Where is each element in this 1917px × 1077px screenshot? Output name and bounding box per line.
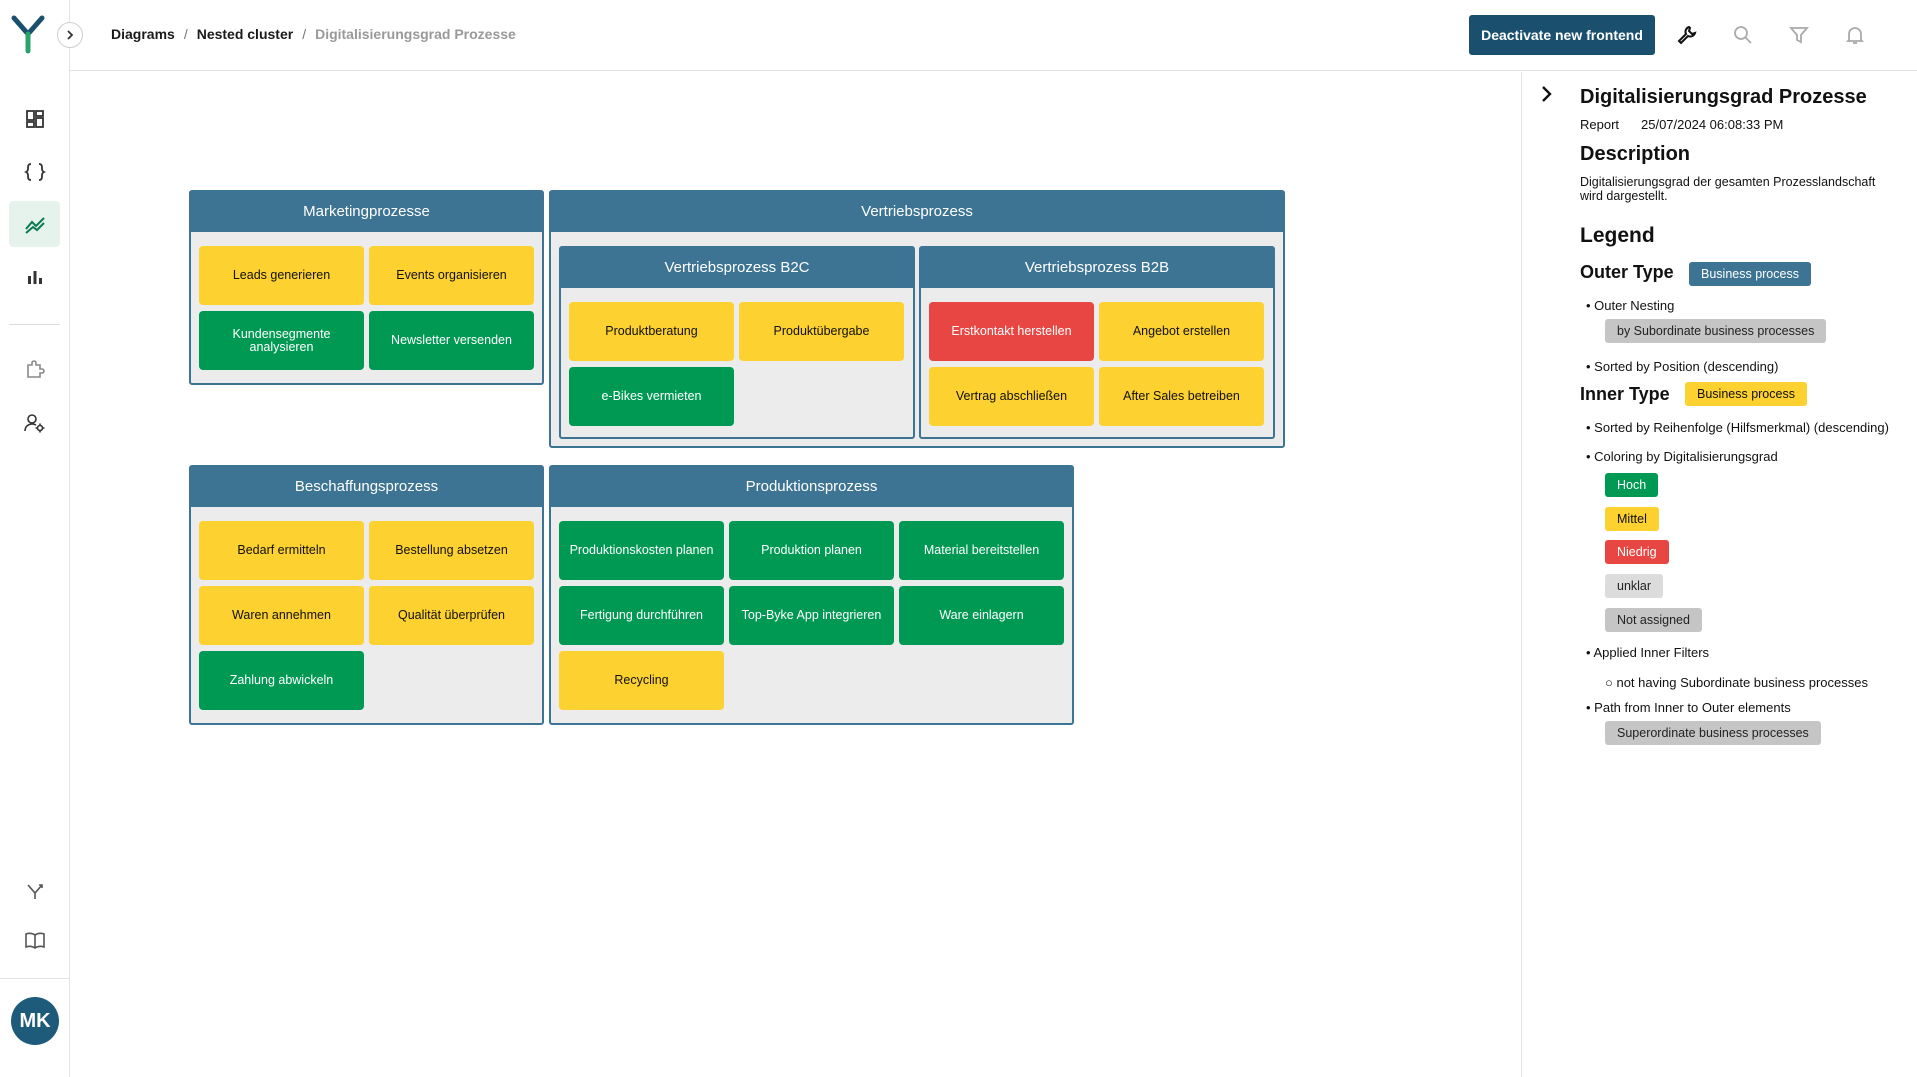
report-type-label: Report (1580, 117, 1620, 132)
breadcrumb: Diagrams / Nested cluster / Digitalisier… (111, 26, 516, 42)
deactivate-new-frontend-button[interactable]: Deactivate new frontend (1469, 15, 1655, 55)
legend-chip-not-assigned: Not assigned (1605, 608, 1702, 632)
release-notes-icon[interactable] (9, 868, 60, 914)
expand-sidebar-button[interactable] (57, 22, 83, 48)
outer-type-chip: Business process (1689, 262, 1811, 286)
process-card[interactable]: Ware einlagern (899, 586, 1064, 645)
process-card[interactable]: Produktübergabe (739, 302, 904, 361)
breadcrumb-diagrams[interactable]: Diagrams (111, 26, 175, 42)
cluster-vertriebsprozess-b2c[interactable]: Vertriebsprozess B2C Produktberatung Pro… (559, 246, 915, 439)
legend-chip-unklar: unklar (1605, 574, 1664, 598)
process-card[interactable]: Angebot erstellen (1099, 302, 1264, 361)
diagram-canvas[interactable]: Marketingprozesse Leads generieren Event… (71, 72, 1521, 1077)
app-logo-icon[interactable] (10, 14, 46, 54)
cluster-title: Marketingprozesse (191, 192, 542, 232)
collapse-panel-chevron-icon[interactable] (1536, 84, 1556, 104)
process-card[interactable]: Material bereitstellen (899, 521, 1064, 580)
process-card[interactable]: e-Bikes vermieten (569, 367, 734, 426)
user-settings-icon[interactable] (9, 400, 60, 446)
process-card[interactable]: Erstkontakt herstellen (929, 302, 1094, 361)
code-braces-icon[interactable] (9, 149, 60, 195)
process-card[interactable]: Produktion planen (729, 521, 894, 580)
cluster-title: Vertriebsprozess (551, 192, 1283, 232)
cluster-vertriebsprozess[interactable]: Vertriebsprozess Vertriebsprozess B2C Pr… (549, 190, 1285, 448)
process-card[interactable]: Vertrag abschließen (929, 367, 1094, 426)
process-card[interactable]: Bestellung absetzen (369, 521, 534, 580)
legend-heading: Legend (1580, 224, 1655, 247)
process-card[interactable]: Produktberatung (569, 302, 734, 361)
legend-chip-hoch: Hoch (1605, 473, 1659, 497)
inner-type-label: Inner Type (1580, 384, 1670, 404)
outer-sort-label: • Sorted by Position (descending) (1586, 359, 1779, 374)
process-card[interactable]: Recycling (559, 651, 724, 710)
process-card[interactable]: Newsletter versenden (369, 311, 534, 370)
inner-type-chip: Business process (1685, 382, 1807, 406)
outer-nesting-label: • Outer Nesting (1586, 298, 1675, 313)
legend-chip-niedrig: Niedrig (1605, 540, 1669, 564)
description-text: Digitalisierungsgrad der gesamten Prozes… (1580, 175, 1876, 203)
legend-chip-mittel: Mittel (1605, 507, 1659, 531)
inner-sort-label: • Sorted by Reihenfolge (Hilfsmerkmal) (… (1586, 420, 1889, 435)
path-label: • Path from Inner to Outer elements (1586, 700, 1791, 715)
outer-type-label: Outer Type (1580, 262, 1674, 282)
process-card[interactable]: After Sales betreiben (1099, 367, 1264, 426)
sidebar-divider (9, 324, 60, 325)
coloring-label: • Coloring by Digitalisierungsgrad (1586, 449, 1778, 464)
breadcrumb-current: Digitalisierungsgrad Prozesse (315, 26, 516, 42)
breadcrumb-separator: / (302, 26, 307, 42)
cluster-title: Vertriebsprozess B2C (561, 248, 913, 288)
breadcrumb-nested-cluster[interactable]: Nested cluster (196, 26, 294, 42)
process-card[interactable]: Zahlung abwickeln (199, 651, 364, 710)
search-icon[interactable] (1730, 22, 1756, 48)
puzzle-icon[interactable] (9, 346, 60, 392)
outer-nesting-chip: by Subordinate business processes (1605, 319, 1827, 343)
notification-bell-icon[interactable] (1842, 22, 1868, 48)
process-card[interactable]: Produktionskosten planen (559, 521, 724, 580)
cluster-title: Beschaffungsprozess (191, 467, 542, 507)
process-card[interactable]: Fertigung durchführen (559, 586, 724, 645)
top-bar: Diagrams / Nested cluster / Digitalisier… (70, 0, 1917, 71)
cluster-beschaffungsprozess[interactable]: Beschaffungsprozess Bedarf ermitteln Bes… (189, 465, 544, 725)
wrench-icon[interactable] (1674, 22, 1700, 48)
applied-filters-label: • Applied Inner Filters (1586, 645, 1710, 660)
cluster-title: Vertriebsprozess B2B (921, 248, 1273, 288)
diagrams-icon[interactable] (9, 201, 60, 247)
details-panel: Digitalisierungsgrad Prozesse Report 25/… (1521, 72, 1917, 1077)
process-card[interactable]: Top-Byke App integrieren (729, 586, 894, 645)
process-card[interactable]: Kundensegmente analysieren (199, 311, 364, 370)
filter-item: ○ not having Subordinate business proces… (1605, 675, 1868, 690)
documentation-book-icon[interactable] (9, 917, 60, 963)
process-card[interactable]: Events organisieren (369, 246, 534, 305)
breadcrumb-separator: / (183, 26, 188, 42)
sidebar: MK (0, 0, 70, 1077)
description-heading: Description (1580, 143, 1691, 165)
process-card[interactable]: Bedarf ermitteln (199, 521, 364, 580)
process-card[interactable]: Waren annehmen (199, 586, 364, 645)
sidebar-footer-divider (0, 978, 70, 979)
panel-title: Digitalisierungsgrad Prozesse (1580, 86, 1867, 108)
reports-chart-icon[interactable] (9, 254, 60, 300)
cluster-vertriebsprozess-b2b[interactable]: Vertriebsprozess B2B Erstkontakt herstel… (919, 246, 1275, 439)
cluster-produktionsprozess[interactable]: Produktionsprozess Produktionskosten pla… (549, 465, 1074, 725)
avatar[interactable]: MK (11, 997, 59, 1045)
dashboard-icon[interactable] (9, 96, 60, 142)
filter-icon[interactable] (1786, 22, 1812, 48)
process-card[interactable]: Leads generieren (199, 246, 364, 305)
cluster-title: Produktionsprozess (551, 467, 1072, 507)
process-card[interactable]: Qualität überprüfen (369, 586, 534, 645)
chevron-right-icon (67, 30, 74, 40)
cluster-marketingprozesse[interactable]: Marketingprozesse Leads generieren Event… (189, 190, 544, 385)
path-chip: Superordinate business processes (1605, 721, 1821, 745)
report-timestamp: 25/07/2024 06:08:33 PM (1641, 117, 1784, 132)
